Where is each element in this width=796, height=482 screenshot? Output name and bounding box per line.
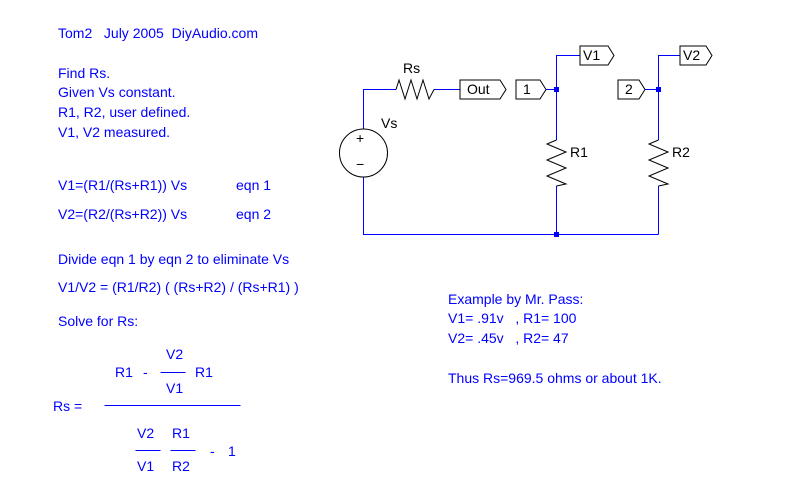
- junction-ground: [554, 232, 559, 237]
- problem-line-3: R1, R2, user defined.: [58, 104, 191, 120]
- formula-den-r2: R2: [172, 458, 190, 474]
- v1-probe-label: V1: [583, 47, 600, 63]
- problem-line-2: Given Vs constant.: [58, 84, 176, 100]
- formula-num-v1: V1: [166, 380, 184, 396]
- formula-den-v1: V1: [137, 458, 155, 474]
- formula-den-v2: V2: [137, 425, 155, 441]
- example-result: Thus Rs=969.5 ohms or about 1K.: [448, 370, 662, 386]
- r2-label: R2: [672, 144, 690, 160]
- vs-plus-sign: +: [356, 130, 364, 146]
- wire-v1-probe: [556, 55, 580, 90]
- v2-probe-label: V2: [683, 47, 700, 63]
- junction-dots: [554, 87, 661, 237]
- v1-probe-flag: [579, 45, 615, 66]
- example-title: Example by Mr. Pass:: [448, 291, 584, 307]
- formula-num-r1b: R1: [195, 364, 213, 380]
- port-1-label: 1: [523, 81, 531, 97]
- equation-2-label: eqn 2: [236, 206, 272, 222]
- problem-line-4: V1, V2 measured.: [58, 124, 171, 140]
- formula-den-r1: R1: [172, 425, 190, 441]
- port-2-flag: [617, 79, 646, 100]
- equation-1-label: eqn 1: [236, 177, 272, 193]
- r1-label: R1: [570, 144, 588, 160]
- formula-den-minus: -: [210, 443, 215, 459]
- out-port-label: Out: [467, 81, 490, 97]
- wires: [363, 55, 680, 235]
- port-2-label: 2: [625, 81, 633, 97]
- wire-ground: [363, 177, 659, 235]
- out-port-flag: [459, 79, 507, 100]
- vs-minus-sign: −: [356, 156, 364, 172]
- voltage-source-symbol: [339, 128, 388, 178]
- example-line-2: V2= .45v , R2= 47: [448, 330, 569, 346]
- v2-probe-flag: [679, 45, 713, 66]
- fraction-bars: [104, 372, 241, 451]
- port-1-flag: [515, 79, 547, 100]
- junction-v1: [554, 87, 559, 92]
- wire-vs-to-rs: [363, 89, 396, 129]
- resistor-r2-symbol: [647, 139, 670, 187]
- equation-1: V1=(R1/(Rs+R1)) Vs: [58, 177, 188, 193]
- formula-num-minus: -: [143, 364, 148, 380]
- ratio-equation: V1/V2 = (R1/R2) ( (Rs+R2) / (Rs+R1) ): [58, 279, 299, 295]
- wire-v2-probe: [658, 55, 680, 90]
- vs-label: Vs: [381, 115, 397, 131]
- header-text: Tom2 July 2005 DiyAudio.com: [58, 25, 258, 41]
- equation-2: V2=(R2/(Rs+R2)) Vs: [58, 206, 188, 222]
- example-line-1: V1= .91v , R1= 100: [448, 310, 577, 326]
- solve-text: Solve for Rs:: [58, 313, 139, 329]
- rs-label: Rs: [403, 60, 420, 76]
- resistor-r1-symbol: [545, 139, 568, 187]
- resistor-rs-symbol: [395, 78, 435, 101]
- formula-den-one: 1: [228, 443, 236, 459]
- formula-lhs: Rs =: [53, 398, 83, 414]
- formula-num-r1: R1: [115, 364, 133, 380]
- formula-num-v2: V2: [166, 346, 184, 362]
- problem-line-1: Find Rs.: [58, 65, 111, 81]
- divide-text: Divide eqn 1 by eqn 2 to eliminate Vs: [58, 251, 290, 267]
- junction-v2: [656, 87, 661, 92]
